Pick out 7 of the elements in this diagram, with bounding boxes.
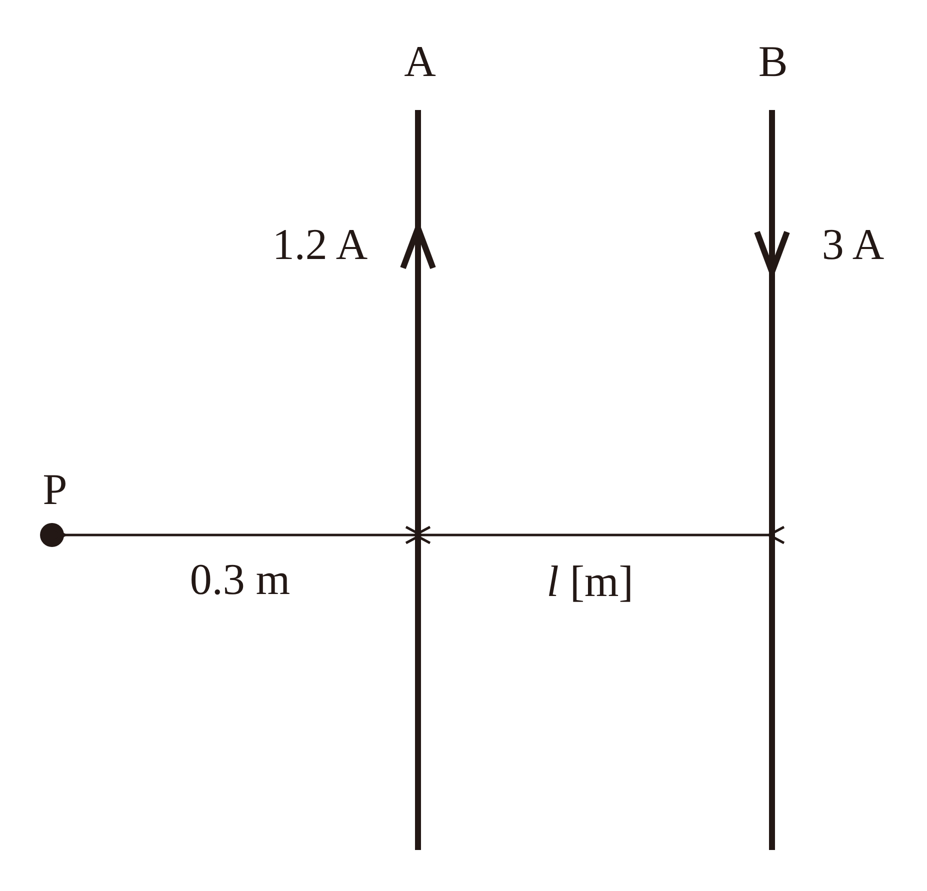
current-label: 3 A — [822, 223, 884, 267]
point-label: P — [42, 468, 68, 512]
current-label: 1.2 A — [272, 223, 368, 267]
wire-label: B — [758, 40, 788, 84]
wire-label: A — [404, 40, 436, 84]
dimension-label: l [m] — [546, 560, 634, 604]
dimension-label: 0.3 m — [190, 558, 290, 602]
